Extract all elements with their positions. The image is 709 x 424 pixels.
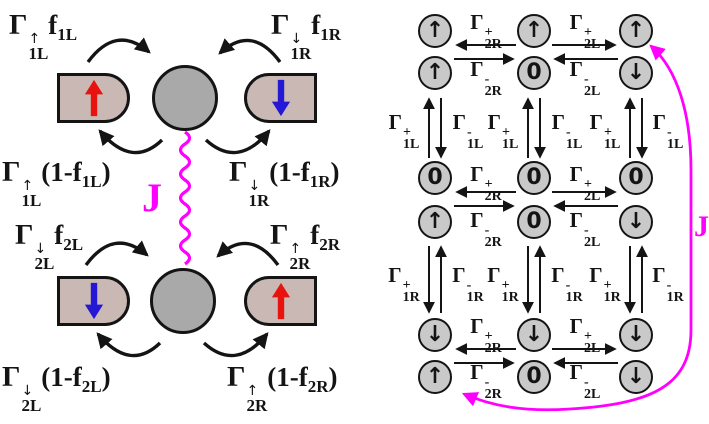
quantum-dot-1 bbox=[152, 65, 218, 131]
state-circle: ↓ bbox=[517, 318, 551, 352]
arc-out-2R bbox=[202, 332, 269, 358]
state-circle: 0 bbox=[517, 56, 551, 90]
state-circle: ↓ bbox=[418, 318, 452, 352]
state-circle: ↓ bbox=[619, 318, 653, 352]
arc-out-1L bbox=[98, 129, 164, 155]
rate-label-2R-plus: Γ+2R bbox=[470, 162, 502, 204]
rate-label-2R-minus: Γ-2R bbox=[470, 208, 502, 250]
rate-label-2L-plus: Γ+2L bbox=[569, 10, 601, 52]
j-coupling-wavy-line bbox=[178, 130, 192, 266]
rate-label-2L-minus: Γ-2L bbox=[569, 208, 601, 250]
rate-label-1R-plus: Γ+1R bbox=[487, 263, 519, 305]
rate-label-1R-plus: Γ+1R bbox=[388, 263, 420, 305]
rate-label-2R-plus: Γ+2R bbox=[470, 10, 502, 52]
state-circle: ↓ bbox=[619, 56, 653, 90]
arc-out-1R bbox=[204, 129, 271, 155]
quantum-dot-2 bbox=[150, 268, 216, 334]
rate-label-1R-minus: Γ-1R bbox=[551, 263, 583, 305]
rate-label-1L-minus: Γ-1L bbox=[652, 110, 684, 152]
rate-label-1R-minus: Γ-1R bbox=[452, 263, 484, 305]
j-coupling-label-left: J bbox=[142, 175, 162, 220]
rate-label-1L-plus: Γ+1L bbox=[388, 110, 420, 152]
state-circle: ↓ bbox=[619, 360, 653, 394]
rate-label-1L-plus: Γ+1L bbox=[589, 110, 621, 152]
rate-label-1L-plus: Γ+1L bbox=[487, 110, 519, 152]
state-circle: ↑ bbox=[418, 56, 452, 90]
rate-label-2R-minus: Γ-2R bbox=[470, 57, 502, 99]
state-circle: 0 bbox=[517, 161, 551, 195]
arc-in-2L bbox=[84, 240, 149, 267]
lead-2L bbox=[57, 276, 130, 326]
j-coupling-label-right: J bbox=[694, 210, 709, 243]
rate-label-2L-plus: Γ+2L bbox=[569, 314, 601, 356]
state-circle: ↑ bbox=[418, 360, 452, 394]
arc-out-2L bbox=[96, 332, 162, 358]
spin-down-arrow-icon bbox=[269, 78, 293, 118]
rate-label-1L-minus: Γ-1L bbox=[452, 110, 484, 152]
rate-label-1R-minus: Γ-1R bbox=[652, 263, 684, 305]
rate-label-2L-minus: Γ-2L bbox=[569, 57, 601, 99]
arc-in-1R bbox=[218, 38, 282, 64]
arc-in-2R bbox=[216, 241, 280, 267]
lead-2R bbox=[244, 276, 317, 326]
spin-up-arrow-icon bbox=[82, 78, 106, 118]
rate-label-2L-minus: Γ-2L bbox=[569, 360, 601, 402]
state-circle: ↑ bbox=[418, 14, 452, 48]
spin-up-arrow-icon bbox=[269, 281, 293, 321]
rate-label-1L-minus: Γ-1L bbox=[551, 110, 583, 152]
state-circle: ↓ bbox=[619, 205, 653, 239]
spin-down-arrow-icon bbox=[82, 281, 106, 321]
arc-in-1L bbox=[86, 37, 151, 64]
rate-label-2R-plus: Γ+2R bbox=[470, 314, 502, 356]
rate-label-1R-plus: Γ+1R bbox=[589, 263, 621, 305]
state-circle: 0 bbox=[517, 205, 551, 239]
j-exchange-curve bbox=[461, 44, 693, 412]
state-circle: 0 bbox=[517, 360, 551, 394]
lead-1L bbox=[57, 73, 130, 123]
state-circle: ↑ bbox=[418, 205, 452, 239]
state-circle: ↑ bbox=[517, 14, 551, 48]
state-circle: 0 bbox=[619, 161, 653, 195]
state-circle: 0 bbox=[418, 161, 452, 195]
rate-label-2L-plus: Γ+2L bbox=[569, 162, 601, 204]
state-circle: ↑ bbox=[619, 14, 653, 48]
rate-label-2R-minus: Γ-2R bbox=[470, 360, 502, 402]
lead-1R bbox=[244, 73, 317, 123]
